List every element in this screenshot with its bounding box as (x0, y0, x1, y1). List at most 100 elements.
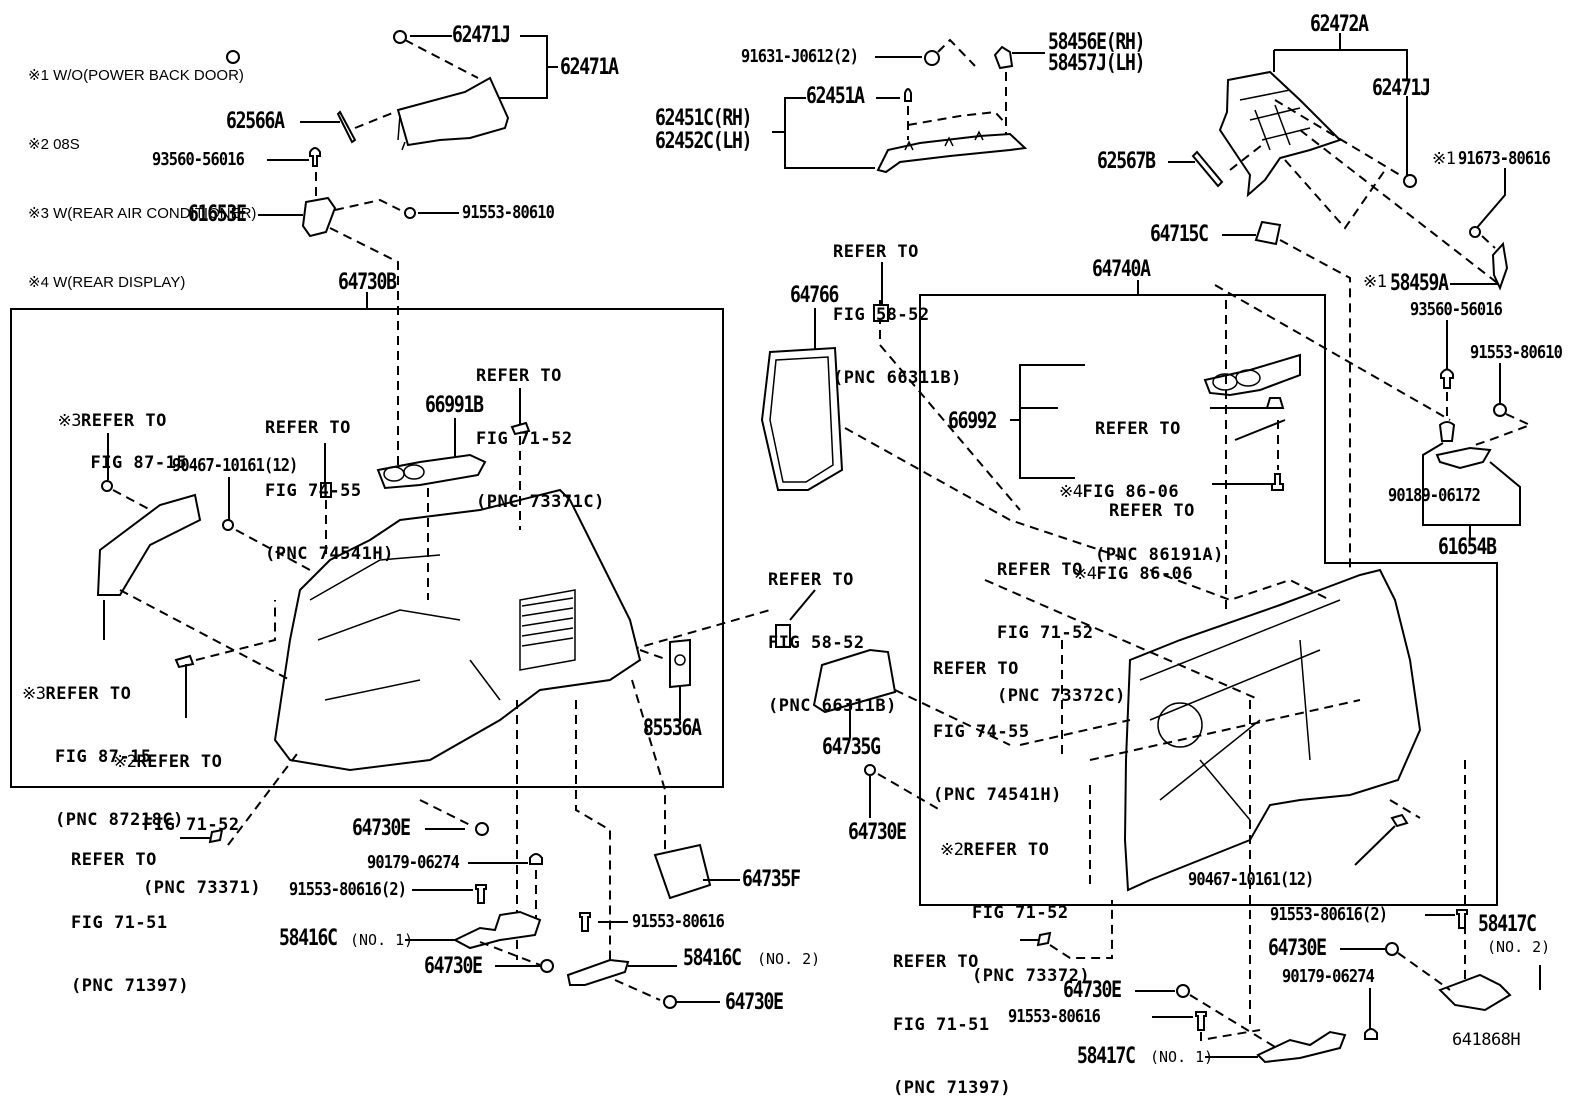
part-label-90189[interactable]: 90189-06172 (1388, 485, 1481, 506)
clip-90467-left (222, 519, 234, 531)
part-label-64730B[interactable]: 64730B (338, 270, 397, 295)
part-label-64730E-mid[interactable]: 64730E (848, 820, 907, 845)
ref-line: (PNC 71397) (893, 1078, 1012, 1098)
part-label-62566A[interactable]: 62566A (226, 109, 285, 134)
part-label-66991B[interactable]: 66991B (425, 393, 484, 418)
ref-fig7151-left[interactable]: REFER TO FIG 71-51 (PNC 71397) (71, 808, 189, 1018)
ref-fig7151-right[interactable]: REFER TO FIG 71-51 (PNC 71397) (893, 910, 1011, 1120)
part-label-64735G[interactable]: 64735G (822, 735, 881, 760)
part-label-64730E-b[interactable]: 64730E (424, 954, 483, 979)
dash-fig5852-mid (629, 609, 771, 651)
part-label-91673[interactable]: 91673-80616 (1458, 148, 1551, 169)
part-label-93560-left[interactable]: 93560-56016 (152, 149, 245, 170)
clip-62451A (904, 88, 912, 102)
ref-fig8715-a[interactable]: ※3REFER TO FIG 87-15 (36, 390, 187, 474)
ref-fig7152-73372C[interactable]: REFER TO FIG 71-52 (PNC 73372C) (997, 518, 1126, 728)
ref-fig7152-73371C[interactable]: REFER TO FIG 71-52 (PNC 73371C) (476, 324, 605, 534)
dash-90467-right (1389, 799, 1421, 819)
part-label-62451C[interactable]: 62451C(RH) (655, 106, 753, 131)
ref-fig5852-top[interactable]: REFER TO FIG 58-52 (PNC 66311B) (833, 200, 962, 410)
part-label-58416C-1[interactable]: 58416C (279, 926, 338, 951)
ref-line: REFER TO (963, 840, 1050, 860)
dash-64735G (894, 689, 1011, 746)
part-label-64740A[interactable]: 64740A (1092, 257, 1151, 282)
dash-73371 (195, 600, 276, 661)
note-4: ※4 W(REAR DISPLAY) (28, 274, 186, 291)
dash-64730E-c (614, 979, 661, 1001)
part-label-58457J[interactable]: 58457J(LH) (1048, 51, 1146, 76)
part-label-62471J-left[interactable]: 62471J (452, 23, 511, 48)
trim-64740A (1123, 568, 1422, 892)
part-label-90467-left[interactable]: 90467-10161(12) (172, 455, 298, 476)
part-label-66992[interactable]: 66992 (948, 409, 997, 434)
ref-line: (PNC 73372) (972, 966, 1091, 986)
part-label-62472A[interactable]: 62472A (1310, 12, 1369, 37)
ref-fig8606-a[interactable]: REFER TO ※4FIG 86-06 (PNC 86191A) (1059, 377, 1224, 587)
cupholder-66992 (1203, 353, 1301, 397)
part-label-91553-80616-2-right[interactable]: 91553-80616(2) (1270, 904, 1388, 925)
dash-61653E-bolt (334, 198, 401, 211)
bolt-93560-right (1440, 368, 1454, 389)
note-mark-91673: ※1 (1432, 149, 1456, 169)
part-label-93560-right[interactable]: 93560-56016 (1410, 299, 1503, 320)
part-label-62451A[interactable]: 62451A (806, 84, 865, 109)
ref-fig8715-b[interactable]: ※3REFER TO FIG 87-15 (PNC 87218C) (22, 642, 184, 852)
ref-line: REFER TO (933, 659, 1019, 679)
bracket-61653E (301, 196, 337, 238)
ref-fig7455-left[interactable]: REFER TO FIG 74-55 (PNC 74541H) (265, 376, 394, 586)
ref-fig8606-b[interactable]: REFER TO ※4FIG 86-06 (1073, 459, 1195, 606)
part-label-64730E-d[interactable]: 64730E (1268, 936, 1327, 961)
part-label-61653E[interactable]: 61653E (188, 202, 247, 227)
ref-line: (PNC 73371) (143, 878, 262, 898)
ref-fig5852-mid[interactable]: REFER TO FIG 58-52 (PNC 66311B) (768, 528, 897, 738)
clip-74541H-left (320, 482, 332, 498)
part-label-91631[interactable]: 91631-J0612(2) (741, 46, 859, 67)
dash-71397-right (1049, 900, 1113, 959)
part-label-62471J-right[interactable]: 62471J (1372, 76, 1431, 101)
panel-62471A (396, 76, 510, 147)
part-label-62567B[interactable]: 62567B (1097, 149, 1156, 174)
part-label-62471A[interactable]: 62471A (560, 55, 619, 80)
part-label-91553-80610-left[interactable]: 91553-80610 (462, 202, 555, 223)
ref-line: REFER TO (1109, 501, 1195, 521)
part-label-58459A[interactable]: 58459A (1390, 271, 1449, 296)
part-label-91553-80610-right[interactable]: 91553-80610 (1470, 342, 1563, 363)
part-label-58417C-1[interactable]: 58417C (1077, 1044, 1136, 1069)
garnish-62451C (876, 132, 1028, 174)
nut-90189 (1438, 421, 1456, 442)
part-label-90179-left[interactable]: 90179-06274 (367, 852, 460, 873)
part-label-85536A[interactable]: 85536A (643, 716, 702, 741)
ref-line: FIG 58-52 (768, 633, 865, 653)
ref-line: FIG 86-06 (1096, 564, 1194, 584)
part-label-62452C[interactable]: 62452C(LH) (655, 129, 753, 154)
part-label-61654B[interactable]: 61654B (1438, 535, 1497, 560)
ref-line: (PNC 66311B) (833, 368, 962, 388)
part-label-58416C-2[interactable]: 58416C (683, 946, 742, 971)
part-label-90179-right[interactable]: 90179-06274 (1282, 966, 1375, 987)
part-label-91553-80616-left[interactable]: 91553-80616 (632, 911, 725, 932)
part-label-64730E-c[interactable]: 64730E (725, 990, 784, 1015)
dash-64730E-d (1397, 952, 1451, 991)
bolt-91553-80616-right (1195, 1011, 1207, 1031)
part-label-58456E[interactable]: 58456E(RH) (1048, 30, 1146, 55)
part-label-91553-80616-2-left[interactable]: 91553-80616(2) (289, 879, 407, 900)
dash-61654-diag (1214, 284, 1451, 421)
part-label-64730E-a[interactable]: 64730E (352, 816, 411, 841)
part-label-64766[interactable]: 64766 (790, 283, 839, 308)
part-label-64730E-e[interactable]: 64730E (1063, 978, 1122, 1003)
part-label-58417C-2[interactable]: 58417C (1478, 912, 1537, 937)
part-label-64715C[interactable]: 64715C (1150, 222, 1209, 247)
ref-fig7152-73372[interactable]: ※2REFER TO FIG 71-52 (PNC 73372) (940, 798, 1090, 1008)
trim-64730B-detail (309, 554, 576, 701)
leader-90467-right (1354, 825, 1396, 866)
clip-90467-right (1390, 813, 1409, 828)
part-label-90467-right[interactable]: 90467-10161(12) (1188, 869, 1314, 890)
ref-fig7152-73371[interactable]: ※2REFER TO FIG 71-52 (PNC 73371) (113, 710, 261, 920)
clip-91631 (226, 50, 240, 64)
dash-fig8715-a (112, 489, 161, 516)
dash-91673 (1481, 235, 1496, 249)
ref-fig7455-right[interactable]: REFER TO FIG 74-55 (PNC 74541H) (933, 617, 1062, 827)
part-label-64735F[interactable]: 64735F (742, 867, 801, 892)
part-label-91553-80616-right[interactable]: 91553-80616 (1008, 1006, 1101, 1027)
